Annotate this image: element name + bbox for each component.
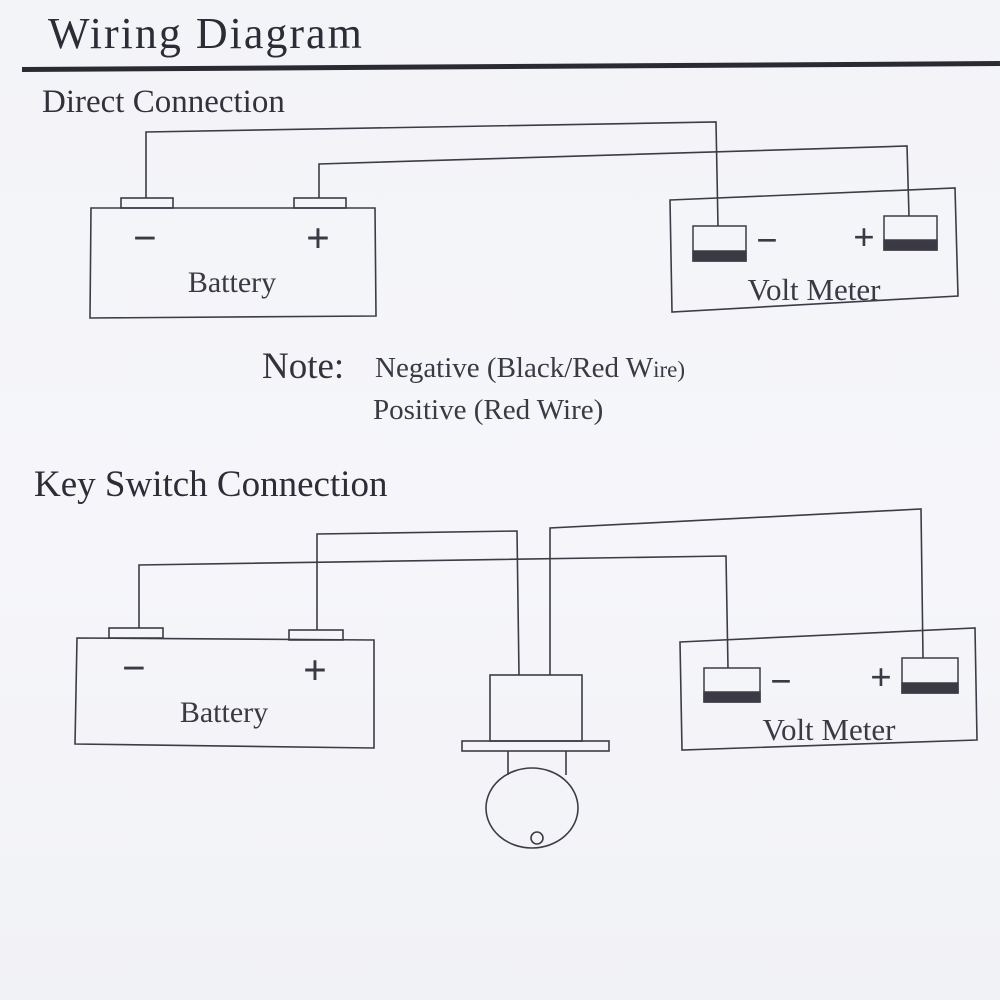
key-battery-pos-sign: + [303, 648, 327, 694]
note-negative-text: Negative (Black/Red W [375, 352, 654, 384]
direct-connection-title: Direct Connection [42, 84, 285, 120]
direct-battery-body [89, 207, 377, 319]
direct-meter-pos-bar [883, 239, 938, 251]
direct-meter-label: Volt Meter [748, 272, 882, 307]
note-negative-small: ire) [653, 357, 686, 382]
note-label: Note: [262, 346, 345, 387]
page-title: Wiring Diagram [48, 9, 364, 58]
direct-negative-wire [145, 121, 719, 227]
key-meter-body [679, 627, 978, 751]
key-switch-neck [507, 751, 567, 775]
direct-meter-neg-bar [692, 250, 747, 262]
key-switch-knob [485, 767, 579, 849]
key-battery-neg-sign: − [122, 646, 146, 692]
direct-battery-neg-terminal [120, 197, 174, 209]
key-meter-neg-sign: − [770, 661, 792, 703]
key-switch-connection-title: Key Switch Connection [34, 464, 388, 505]
key-battery-pos-terminal [288, 629, 344, 641]
direct-meter-body [669, 187, 959, 313]
key-battery-negative-wire [138, 555, 729, 669]
key-battery-neg-terminal [108, 627, 164, 639]
key-switch-to-meter-wire [549, 508, 924, 675]
key-switch-body [489, 674, 583, 742]
direct-meter-neg-sign: − [756, 220, 778, 262]
key-battery-label: Battery [180, 696, 268, 729]
direct-battery-pos-terminal [293, 197, 347, 209]
direct-positive-wire [318, 145, 910, 217]
key-switch-flange [461, 740, 610, 752]
key-switch-keyhole [530, 831, 544, 845]
key-meter-pos-sign: + [870, 657, 892, 699]
direct-battery-pos-sign: + [306, 216, 330, 262]
direct-meter-pos-sign: + [853, 217, 875, 259]
note-negative: Negative (Black/Red Wire) [375, 354, 685, 383]
note-positive: Positive (Red Wire) [373, 394, 604, 426]
key-meter-label: Volt Meter [763, 712, 897, 747]
key-meter-neg-bar [703, 691, 761, 703]
key-battery-body [74, 637, 375, 749]
key-meter-pos-bar [901, 682, 959, 694]
key-battery-positive-wire [316, 530, 520, 676]
direct-battery-neg-sign: − [133, 216, 157, 262]
direct-battery-label: Battery [188, 266, 276, 299]
